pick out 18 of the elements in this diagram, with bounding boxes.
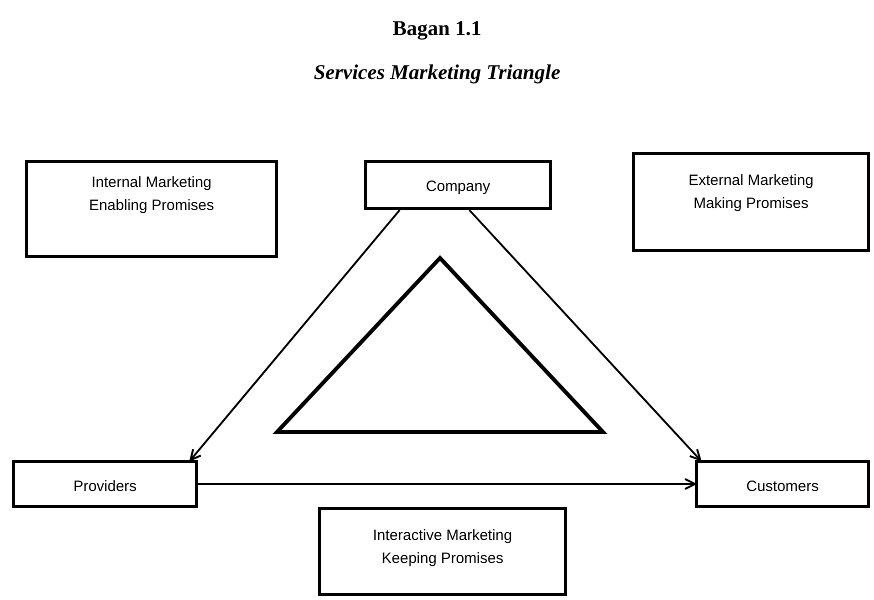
text-box <box>12 460 198 508</box>
text-box <box>632 152 870 252</box>
text-box <box>25 160 278 258</box>
diagram-title: Bagan 1.1 <box>392 16 482 41</box>
arrow <box>190 209 400 461</box>
box-label: External Marketing Making Promises <box>687 171 815 214</box>
box-label: Interactive Marketing Keeping Promises <box>372 526 514 570</box>
box-label: Providers <box>73 477 137 497</box>
box-label: Company <box>426 177 490 197</box>
text-box <box>695 460 870 508</box>
box-label: Internal Marketing Enabling Promises <box>88 173 216 216</box>
text-box <box>364 160 552 210</box>
arrow <box>468 209 702 461</box>
arrow <box>198 478 696 490</box>
text-box <box>318 507 567 596</box>
box-label: Customers <box>746 477 819 497</box>
triangle-shape <box>275 256 605 434</box>
diagram-subtitle: Services Marketing Triangle <box>312 60 562 85</box>
